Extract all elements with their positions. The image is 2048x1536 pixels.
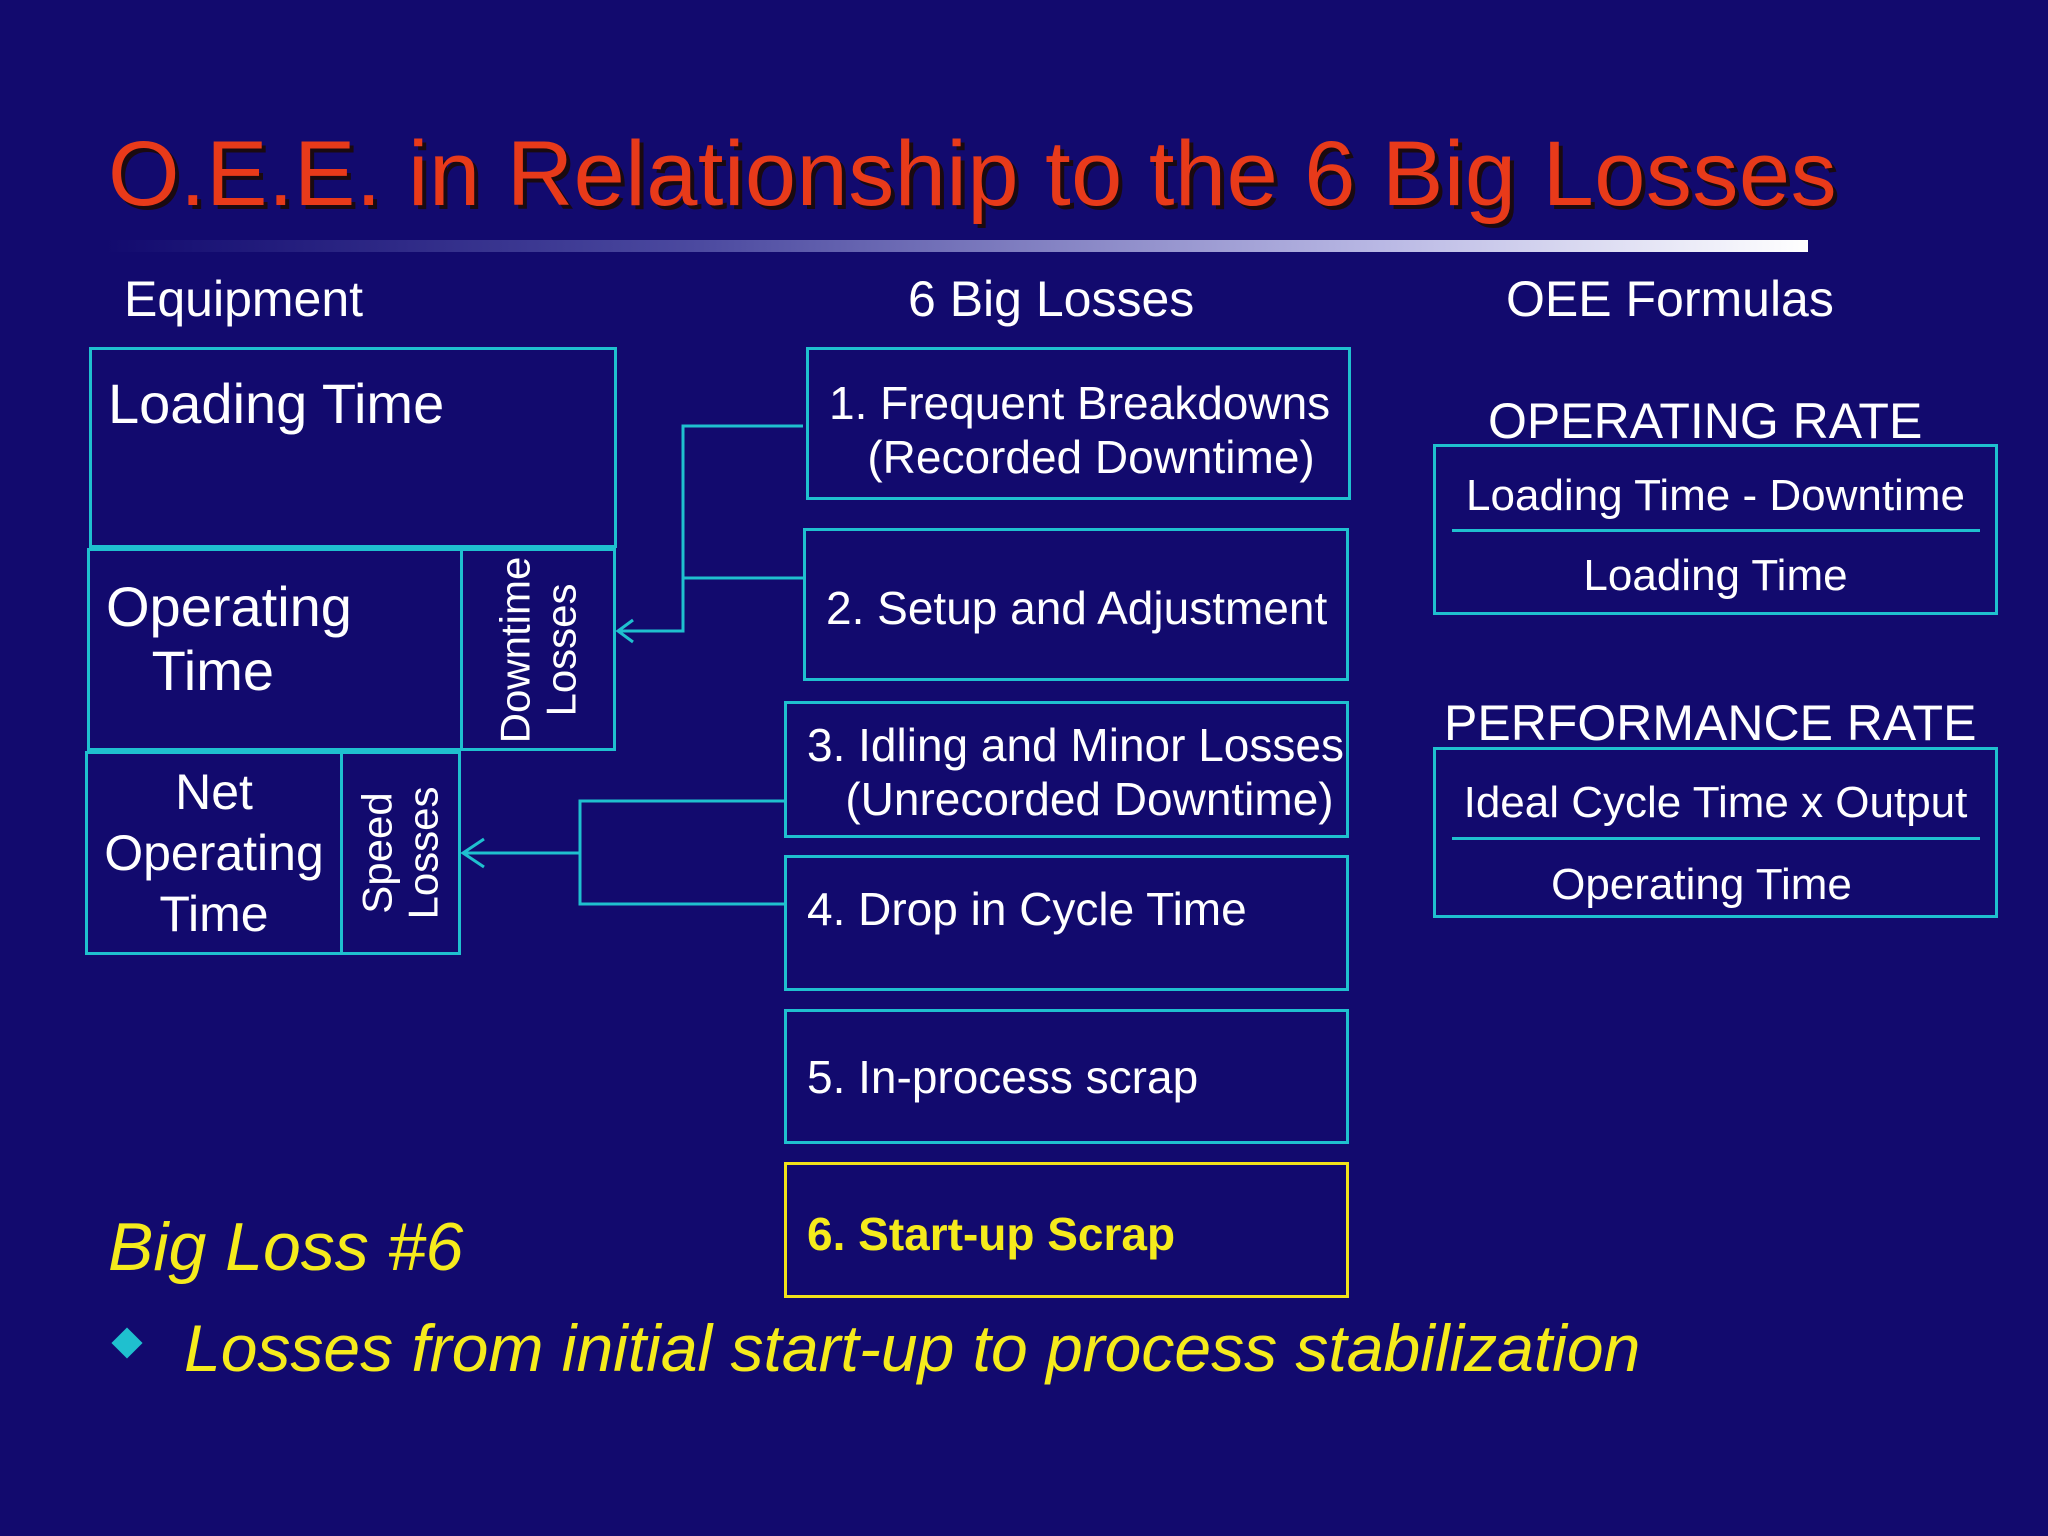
loading-time-label: Loading Time [108, 372, 445, 435]
speed-losses-box: Speed Losses [340, 751, 461, 955]
loss-box-6: 6. Start-up Scrap [784, 1162, 1349, 1298]
performance-rate-fraction-bar [1452, 837, 1980, 840]
performance-rate-title: PERFORMANCE RATE [1444, 695, 1977, 751]
operating-rate-title: OPERATING RATE [1488, 393, 1923, 449]
equipment-heading: Equipment [124, 271, 364, 327]
big-loss-description: Losses from initial start-up to process … [184, 1311, 1641, 1385]
operating-rate-fraction-bar [1452, 529, 1980, 532]
operating-rate-numerator: Loading Time - Downtime [1466, 471, 1965, 520]
loss-label-6: 6. Start-up Scrap [807, 1208, 1176, 1260]
title-underline [104, 240, 1808, 252]
performance-rate-box: Ideal Cycle Time x Output Operating Time [1433, 747, 1998, 918]
slide-title: O.E.E. in Relationship to the 6 Big Loss… [108, 123, 1838, 225]
performance-rate-denominator: Operating Time [1551, 860, 1852, 909]
loss-box-1: 1. Frequent Breakdowns (Recorded Downtim… [806, 347, 1351, 500]
connector-downtime-top [618, 424, 803, 633]
net-operating-time-box: Net Operating Time [85, 751, 343, 955]
loss-label-4: 4. Drop in Cycle Time [807, 883, 1247, 935]
loss-box-4: 4. Drop in Cycle Time [784, 855, 1349, 991]
net-operating-time-label: Net Operating Time [104, 763, 324, 942]
performance-rate-numerator: Ideal Cycle Time x Output [1463, 778, 1968, 827]
operating-time-box: Operating Time [87, 548, 463, 751]
speed-arrow-icon [460, 837, 485, 869]
loss-label-5: 5. In-process scrap [807, 1051, 1199, 1103]
loading-time-box: Loading Time [89, 347, 617, 548]
loss-label-2: 2. Setup and Adjustment [826, 582, 1328, 634]
losses-heading: 6 Big Losses [908, 271, 1195, 327]
downtime-losses-box: Downtime Losses [460, 548, 616, 751]
downtime-arrow-icon [615, 618, 634, 644]
loss-box-3: 3. Idling and Minor Losses (Unrecorded D… [784, 701, 1349, 838]
loss-label-3: 3. Idling and Minor Losses (Unrecorded D… [807, 719, 1344, 825]
operating-rate-box: Loading Time - Downtime Loading Time [1433, 444, 1998, 615]
loss-box-5: 5. In-process scrap [784, 1009, 1349, 1144]
big-loss-heading: Big Loss #6 [108, 1209, 464, 1285]
loss-box-2: 2. Setup and Adjustment [803, 528, 1349, 681]
operating-rate-denominator: Loading Time [1583, 551, 1848, 600]
operating-time-label: Operating Time [106, 575, 352, 702]
connector-speed-bracket [578, 799, 784, 906]
formulas-heading: OEE Formulas [1506, 271, 1834, 327]
loss-label-1: 1. Frequent Breakdowns (Recorded Downtim… [829, 377, 1331, 483]
